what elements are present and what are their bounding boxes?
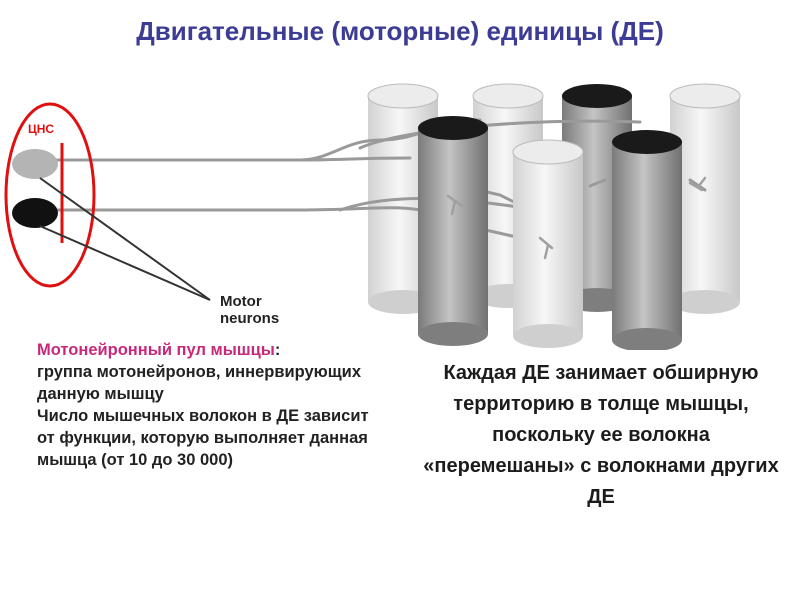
motor-pool-term: Мотонейронный пул мышцы bbox=[37, 341, 275, 359]
motor-neurons-label-line1: Motor bbox=[220, 293, 262, 310]
motor-pool-heading: Мотонейронный пул мышцы: bbox=[37, 339, 377, 361]
motor-neuron-light bbox=[12, 149, 58, 179]
fibers-count-note: Число мышечных волокон в ДЕ зависит от ф… bbox=[37, 407, 369, 469]
motor-neurons-label-line2: neurons bbox=[220, 310, 279, 327]
muscle-fiber-dark bbox=[418, 116, 488, 346]
cns-boundary bbox=[4, 102, 96, 288]
motor-pool-definition: группа мотонейронов, иннервирующих данну… bbox=[37, 363, 361, 403]
motor-neuron-dark bbox=[12, 198, 58, 228]
motor-unit-statement-text: Каждая ДЕ занимает обширную территорию в… bbox=[423, 362, 779, 508]
nerve-endings bbox=[446, 176, 707, 260]
muscle-fiber-dark bbox=[612, 130, 682, 350]
page-title: Двигательные (моторные) единицы (ДЕ) bbox=[136, 16, 664, 46]
motor-unit-statement: Каждая ДЕ занимает обширную территорию в… bbox=[418, 358, 784, 513]
label-pointers bbox=[39, 177, 211, 301]
motor-pool-colon: : bbox=[274, 341, 281, 359]
cns-label: ЦНС bbox=[28, 122, 54, 136]
motor-pool-description: Мотонейронный пул мышцы: группа мотонейр… bbox=[37, 339, 377, 471]
motor-unit-diagram: ЦНС Motor neurons bbox=[4, 83, 741, 350]
